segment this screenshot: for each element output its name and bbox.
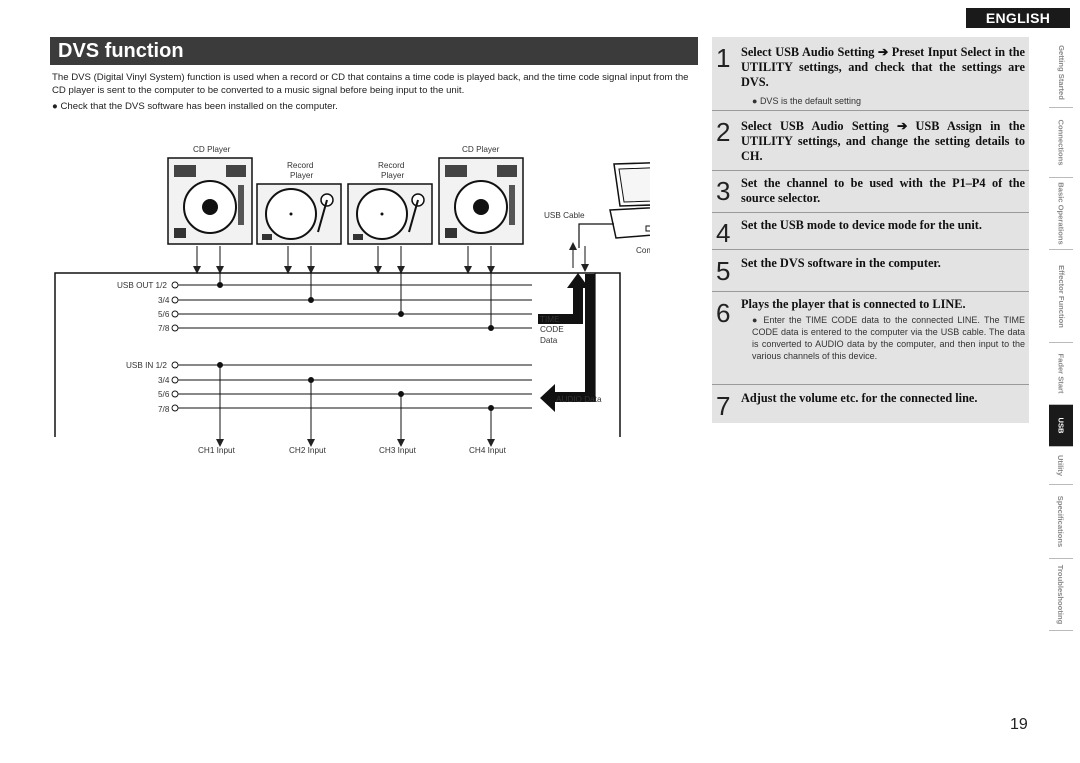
timecode-arrow [538, 273, 589, 324]
step-note-text: DVS is the default setting [759, 96, 861, 106]
timecode-label-1: TIME [540, 315, 560, 324]
cd-player-left-label: CD Player [193, 145, 231, 154]
nav-fader-start[interactable]: Fader Start [1049, 343, 1073, 405]
step-number: 3 [716, 176, 731, 206]
usb-in-label-3: 5/6 [158, 390, 170, 399]
step-note-text: Enter the TIME CODE data to the connecte… [752, 315, 1025, 361]
step-1: 1 Select USB Audio Setting ➔ Preset Inpu… [712, 37, 1029, 110]
page-number: 19 [1010, 716, 1028, 733]
nav-utility[interactable]: Utility [1049, 447, 1073, 485]
nav-basic-operations[interactable]: Basic Operations [1049, 178, 1073, 250]
usb-out-label-2: 3/4 [158, 296, 170, 305]
usb-cable-label: USB Cable [544, 211, 585, 220]
nav-getting-started[interactable]: Getting Started [1049, 37, 1073, 108]
nav-usb[interactable]: USB [1049, 405, 1073, 447]
step-number: 7 [716, 391, 731, 421]
record-player-1 [256, 183, 342, 245]
unit-outline [54, 272, 621, 437]
steps-panel: 1 Select USB Audio Setting ➔ Preset Inpu… [712, 37, 1029, 423]
ch3-input-label: CH3 Input [379, 446, 417, 455]
usb-in-label-4: 7/8 [158, 405, 170, 414]
note-text: Check that the DVS software has been ins… [60, 101, 338, 112]
step-text: Plays the player that is connected to LI… [741, 297, 966, 311]
step-text: Select USB Audio Setting ➔ Preset Input … [741, 45, 1025, 89]
step-5: 5 Set the DVS software in the computer. [712, 249, 1029, 291]
usb-in-label-2: 3/4 [158, 376, 170, 385]
nav-troubleshooting[interactable]: Troubleshooting [1049, 559, 1073, 631]
ch1-input-label: CH1 Input [198, 446, 236, 455]
step-note: ● DVS is the default setting [752, 96, 861, 106]
dvs-connection-diagram: CD Player CD Player Record Player Record… [54, 145, 650, 455]
step-4: 4 Set the USB mode to device mode for th… [712, 212, 1029, 249]
cd-player-left [167, 157, 253, 245]
step-text: Set the DVS software in the computer. [741, 256, 941, 270]
usb-in-label-1: USB IN 1/2 [126, 361, 167, 370]
cd-player-right [438, 157, 524, 245]
step-6: 6 Plays the player that is connected to … [712, 291, 1029, 384]
record-player-2-label-b: Player [381, 171, 404, 180]
step-text: Set the USB mode to device mode for the … [741, 218, 982, 232]
ch2-input-label: CH2 Input [289, 446, 327, 455]
timecode-label-3: Data [540, 336, 558, 345]
record-player-2-label-a: Record [378, 161, 405, 170]
step-number: 1 [716, 43, 731, 73]
side-navigation: Getting Started Connections Basic Operat… [1049, 37, 1073, 631]
section-title: DVS function [50, 37, 698, 65]
step-7: 7 Adjust the volume etc. for the connect… [712, 384, 1029, 423]
nav-effector-function[interactable]: Effector Function [1049, 250, 1073, 343]
usb-out-label-3: 5/6 [158, 310, 170, 319]
step-2: 2 Select USB Audio Setting ➔ USB Assign … [712, 110, 1029, 170]
nav-connections[interactable]: Connections [1049, 108, 1073, 178]
computer-label: Computer [636, 246, 650, 255]
step-text: Adjust the volume etc. for the connected… [741, 391, 978, 405]
cd-player-right-label: CD Player [462, 145, 500, 154]
step-text: Set the channel to be used with the P1–P… [741, 176, 1025, 205]
note: ● Check that the DVS software has been i… [52, 101, 338, 112]
audio-data-arrow [540, 274, 595, 412]
step-3: 3 Set the channel to be used with the P1… [712, 170, 1029, 212]
step-note: ● Enter the TIME CODE data to the connec… [752, 315, 1025, 361]
usb-out-label-4: 7/8 [158, 324, 170, 333]
audio-data-label: AUDIO Data [556, 395, 602, 404]
step-number: 4 [716, 218, 731, 248]
usb-cable [578, 223, 614, 248]
timecode-label-2: CODE [540, 325, 564, 334]
intro-paragraph: The DVS (Digital Vinyl System) function … [52, 72, 689, 96]
step-number: 5 [716, 256, 731, 286]
record-player-1-label-a: Record [287, 161, 314, 170]
computer-icon [609, 162, 650, 239]
step-text: Select USB Audio Setting ➔ USB Assign in… [741, 119, 1025, 163]
record-player-2 [347, 183, 433, 245]
language-tab: ENGLISH [966, 8, 1070, 28]
usb-out-label-1: USB OUT 1/2 [117, 281, 167, 290]
step-number: 6 [716, 298, 731, 328]
record-player-1-label-b: Player [290, 171, 313, 180]
step-number: 2 [716, 117, 731, 147]
ch4-input-label: CH4 Input [469, 446, 507, 455]
nav-specifications[interactable]: Specifications [1049, 485, 1073, 559]
